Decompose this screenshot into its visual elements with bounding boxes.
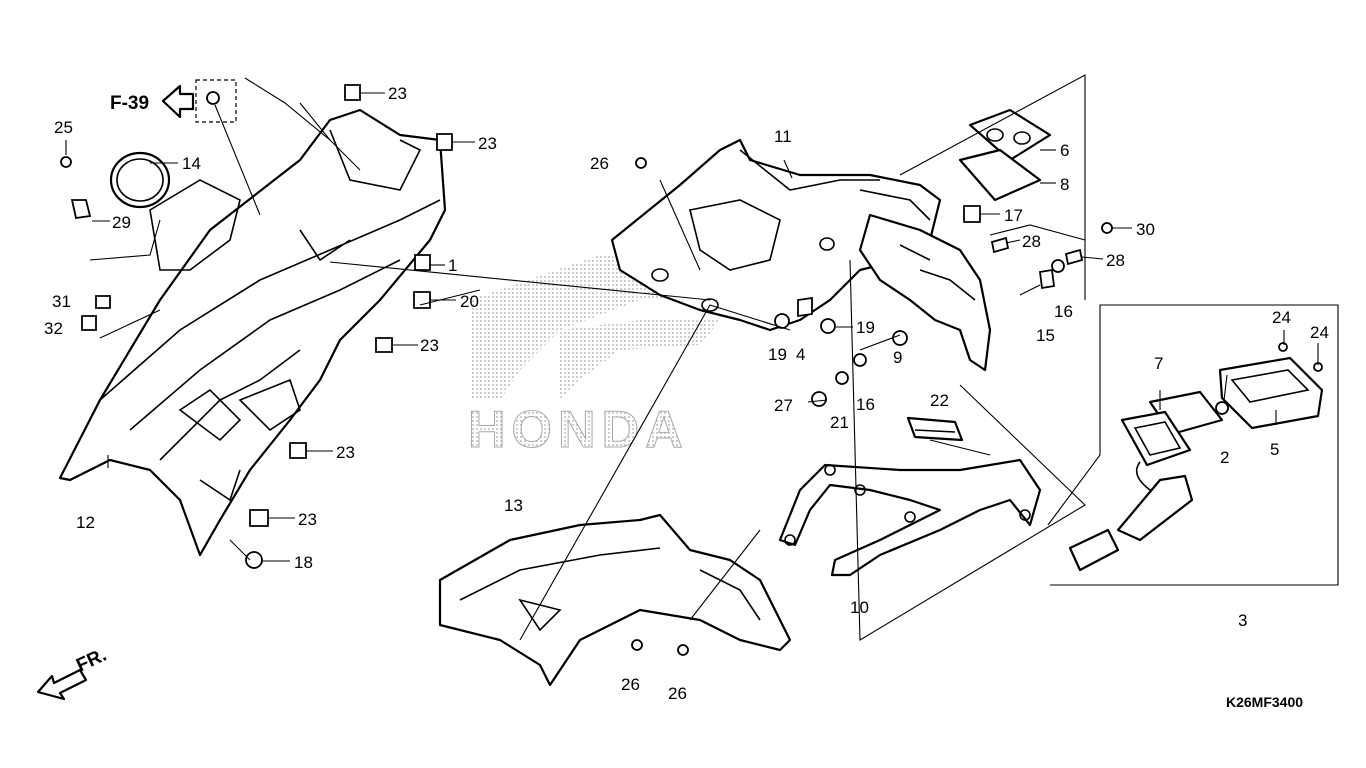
nut-9 — [892, 330, 908, 346]
nut-18 — [245, 551, 263, 569]
callout-30: 30 — [1136, 220, 1155, 239]
callout-13: 13 — [504, 496, 523, 515]
bolt-24a — [1278, 342, 1288, 352]
bolt-17 — [963, 205, 981, 223]
clip-31 — [95, 295, 111, 309]
callout-29: 29 — [112, 213, 131, 232]
callout-23c: 23 — [420, 336, 439, 355]
bolt-26c — [677, 644, 689, 656]
part-13-lower-panel[interactable] — [438, 513, 792, 687]
callout-26b: 26 — [621, 675, 640, 694]
part-8-reflector[interactable] — [958, 148, 1042, 202]
nut-23a — [344, 84, 361, 101]
washer-16a — [1051, 259, 1065, 273]
callout-28a: 28 — [1022, 232, 1041, 251]
callout-1: 1 — [448, 256, 457, 275]
collar-4 — [797, 296, 813, 318]
part-10-bracket[interactable] — [778, 458, 1042, 577]
connector-body — [1116, 474, 1194, 542]
washer-28a — [990, 236, 1010, 254]
front-arrow-icon — [36, 668, 88, 701]
callout-24a: 24 — [1272, 308, 1291, 327]
callout-7: 7 — [1154, 354, 1163, 373]
callout-6: 6 — [1060, 141, 1069, 160]
page-ref-label[interactable]: F-39 — [110, 93, 149, 114]
nut-23b — [436, 133, 453, 151]
callout-28b: 28 — [1106, 251, 1125, 270]
right-hardware — [635, 157, 1113, 407]
callout-18: 18 — [294, 553, 313, 572]
nut-23c — [375, 337, 393, 353]
washer-28b — [1064, 248, 1084, 266]
clip-32 — [81, 315, 97, 331]
clip-icon — [206, 91, 220, 105]
leader-lines — [89, 74, 1319, 641]
watermark-text: HONDA — [468, 401, 689, 459]
callout-3: 3 — [1238, 611, 1247, 630]
callout-4: 4 — [796, 345, 805, 364]
callout-23b: 23 — [478, 134, 497, 153]
bulb-2 — [1215, 401, 1229, 415]
dashed-box — [195, 79, 237, 123]
callout-26c: 26 — [668, 684, 687, 703]
nut-19b — [820, 318, 836, 334]
front-direction: FR. — [36, 645, 110, 701]
connector-end — [1068, 528, 1120, 572]
callout-23a: 23 — [388, 84, 407, 103]
callout-19a: 19 — [768, 345, 787, 364]
callout-22: 22 — [930, 391, 949, 410]
callout-31: 31 — [52, 292, 71, 311]
callout-labels: 1 2 3 4 5 6 7 8 9 10 11 12 13 14 15 16 1… — [44, 84, 1329, 703]
callout-26a: 26 — [590, 154, 609, 173]
bolt-30 — [1101, 222, 1113, 234]
callout-17: 17 — [1004, 206, 1023, 225]
part-22-license-light[interactable] — [906, 416, 964, 442]
callout-14: 14 — [182, 154, 201, 173]
callout-2: 2 — [1220, 448, 1229, 467]
part-6-gasket[interactable] — [968, 108, 1052, 162]
callout-5: 5 — [1270, 440, 1279, 459]
nut-27 — [811, 391, 827, 407]
callout-8: 8 — [1060, 175, 1069, 194]
lamp-base — [1120, 410, 1192, 467]
callout-10: 10 — [850, 598, 869, 617]
part-14-ring[interactable] — [109, 151, 171, 209]
callout-20: 20 — [460, 292, 479, 311]
left-arrow-icon — [161, 84, 195, 119]
nut-20 — [413, 291, 431, 309]
page-reference[interactable]: F-39 — [110, 79, 237, 123]
callout-16b: 16 — [856, 395, 875, 414]
nut-23d — [289, 442, 307, 459]
bolt-26b — [631, 639, 643, 651]
clip-29 — [70, 199, 92, 220]
callout-11: 11 — [774, 127, 792, 146]
bolt-26a — [635, 157, 647, 169]
washer-21 — [835, 371, 849, 385]
collar-15 — [1038, 268, 1056, 290]
callout-27: 27 — [774, 396, 793, 415]
callout-24b: 24 — [1310, 323, 1329, 342]
callout-19b: 19 — [856, 318, 875, 337]
callout-25: 25 — [54, 118, 73, 137]
callout-15: 15 — [1036, 326, 1055, 345]
clip-1 — [414, 254, 431, 271]
callout-16a: 16 — [1054, 302, 1073, 321]
bolt-25 — [60, 156, 72, 168]
part-3-assembly[interactable] — [1047, 304, 1339, 586]
part-12-inner-fender[interactable] — [58, 108, 447, 557]
part-5-lens — [1218, 356, 1324, 430]
washer-16b — [853, 353, 867, 367]
callout-12: 12 — [76, 513, 95, 532]
tail-bracket[interactable] — [858, 213, 992, 372]
callout-23d: 23 — [336, 443, 355, 462]
nut-23e — [249, 509, 269, 527]
callout-32: 32 — [44, 319, 63, 338]
diagram-code: K26MF3400 — [1226, 694, 1303, 710]
callout-9: 9 — [893, 348, 902, 367]
callout-ticks — [65, 92, 1132, 562]
callout-21: 21 — [830, 413, 849, 432]
callout-23e: 23 — [298, 510, 317, 529]
